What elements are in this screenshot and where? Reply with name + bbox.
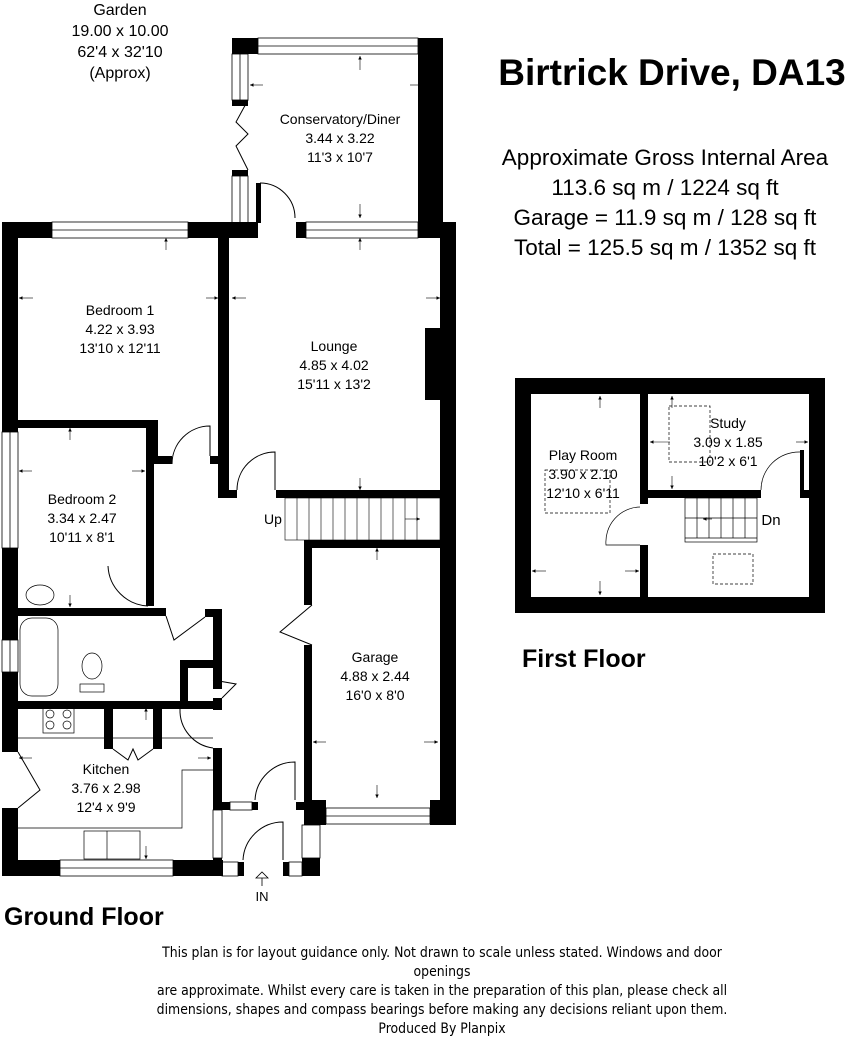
washbasin-icon [25, 584, 55, 606]
room-name: Garage [352, 649, 399, 665]
svg-text:11'3 x 10'7: 11'3 x 10'7 [307, 149, 373, 165]
area-garage: Garage = 11.9 sq m / 128 sq ft [513, 205, 817, 230]
area-heading: Approximate Gross Internal Area [501, 145, 829, 170]
svg-text:12'4 x 9'9: 12'4 x 9'9 [76, 799, 135, 815]
doors [17, 99, 313, 861]
garden-imperial: 62'4 x 32'10 [77, 44, 163, 61]
stairs-label: Up [264, 511, 282, 527]
first-floor-label: First Floor [522, 645, 646, 673]
fixtures [18, 584, 213, 860]
svg-text:3.34 x 2.47: 3.34 x 2.47 [47, 510, 116, 526]
svg-text:10'2 x 6'1: 10'2 x 6'1 [698, 453, 757, 469]
room-name: Conservatory/Diner [280, 111, 401, 127]
entrance-arrow-icon [255, 871, 269, 886]
svg-text:4.88 x 2.44: 4.88 x 2.44 [340, 668, 409, 684]
stairs-label: Dn [761, 512, 780, 529]
svg-text:12'10 x 6'11: 12'10 x 6'11 [546, 485, 620, 501]
ground-floor-walls [2, 38, 456, 876]
sink-icon [83, 830, 141, 860]
first-floor-details [544, 405, 801, 585]
dimension-arrows [19, 56, 440, 859]
bathtub-icon [19, 617, 59, 697]
garden-name: Garden [93, 2, 147, 19]
entrance-label: IN [256, 889, 269, 904]
svg-text:3.76 x 2.98: 3.76 x 2.98 [71, 780, 140, 796]
svg-text:3.90 x 2.10: 3.90 x 2.10 [548, 466, 617, 482]
svg-text:16'0 x 8'0: 16'0 x 8'0 [345, 687, 404, 703]
property-title: Birtrick Drive, DA13 [498, 52, 846, 93]
disclaimer-line: are approximate. Whilst every care is ta… [156, 983, 728, 999]
svg-text:4.85 x 4.02: 4.85 x 4.02 [299, 357, 368, 373]
windows [1, 37, 431, 877]
svg-text:15'11 x 13'2: 15'11 x 13'2 [297, 376, 371, 392]
producer-credit: Produced By Planpix [378, 1021, 506, 1037]
room-name: Kitchen [83, 761, 130, 777]
svg-text:13'10 x 12'11: 13'10 x 12'11 [79, 340, 161, 356]
room-name: Bedroom 2 [48, 491, 117, 507]
svg-text:3.09 x 1.85: 3.09 x 1.85 [693, 434, 762, 450]
hob-icon [42, 706, 75, 734]
room-name: Bedroom 1 [86, 302, 155, 318]
room-name: Study [710, 415, 746, 431]
toilet-icon [81, 652, 103, 680]
ground-floor-label: Ground Floor [4, 903, 164, 931]
room-name: Play Room [549, 447, 617, 463]
disclaimer-line: dimensions, shapes and compass bearings … [156, 1002, 728, 1018]
first-floor-dimension-arrows [532, 396, 808, 595]
garden-label: Garden 19.00 x 10.00 62'4 x 32'10 (Appro… [40, 0, 200, 84]
room-labels: Conservatory/Diner 3.44 x 3.22 11'3 x 10… [47, 111, 780, 904]
disclaimer-line: This plan is for layout guidance only. N… [162, 945, 722, 980]
area-main: 113.6 sq m / 1224 sq ft [551, 175, 779, 200]
room-name: Lounge [311, 338, 358, 354]
svg-text:3.44 x 3.22: 3.44 x 3.22 [305, 130, 374, 146]
disclaimer: This plan is for layout guidance only. N… [139, 944, 744, 1039]
svg-text:10'11 x 8'1: 10'11 x 8'1 [49, 529, 115, 545]
garden-metric: 19.00 x 10.00 [71, 23, 169, 40]
svg-text:4.22 x 3.93: 4.22 x 3.93 [85, 321, 154, 337]
area-total: Total = 125.5 sq m / 1352 sq ft [513, 235, 817, 260]
garden-note: (Approx) [89, 65, 151, 82]
first-floor-walls [515, 378, 825, 613]
